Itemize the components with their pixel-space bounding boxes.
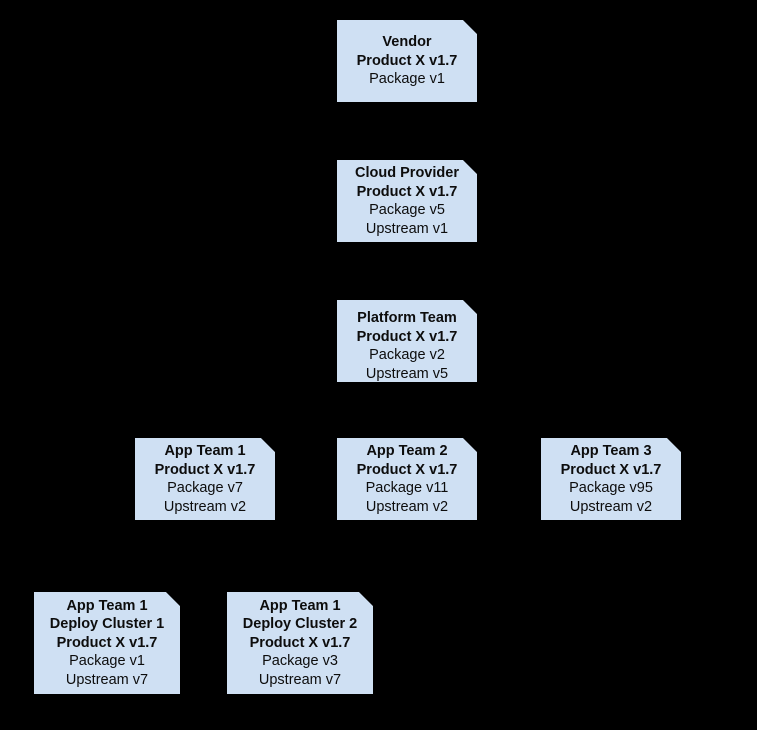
note-line: Upstream v2 [365, 498, 449, 515]
note-line: App Team 2 [366, 443, 448, 459]
note-line: Package v3 [262, 653, 338, 670]
folded-corner-icon [463, 438, 477, 452]
note-line: Package v7 [167, 480, 243, 496]
note-line: Deploy Cluster 1 [49, 616, 165, 633]
note-line: Package v95 [569, 480, 653, 496]
folded-corner-icon [463, 160, 477, 174]
folded-corner-icon [359, 592, 373, 606]
note-line: Product X v1.7 [249, 634, 351, 651]
note-line: Vendor [382, 34, 432, 51]
note-line: Upstream v1 [365, 220, 449, 237]
folded-corner-icon [463, 20, 477, 34]
note-line: Deploy Cluster 2 [242, 616, 358, 633]
note-line: Upstream v5 [365, 365, 449, 382]
note-line: Platform Team [357, 310, 457, 326]
note-line: Upstream v7 [258, 671, 342, 688]
folded-corner-icon [667, 438, 681, 452]
note-line: Upstream v7 [65, 671, 149, 688]
folded-corner-icon [261, 438, 275, 452]
note-line: Product X v1.7 [56, 634, 158, 651]
note-line: Package v1 [369, 71, 445, 88]
note-line: App Team 1 [66, 597, 148, 614]
note-line: Package v1 [69, 653, 145, 670]
note-line: App Team 3 [570, 443, 652, 459]
note-line: Product X v1.7 [560, 461, 662, 478]
note-line: Product X v1.7 [356, 183, 458, 200]
note-line: Package v5 [369, 202, 445, 218]
note-line: Upstream v2 [569, 498, 653, 515]
note-line: Product X v1.7 [356, 52, 458, 69]
note-line: App Team 1 [164, 443, 246, 459]
note-line: Product X v1.7 [356, 328, 458, 345]
folded-corner-icon [166, 592, 180, 606]
note-line: App Team 1 [259, 597, 341, 614]
folded-corner-icon [463, 300, 477, 314]
note-line: Upstream v2 [163, 498, 247, 515]
note-line: Product X v1.7 [356, 461, 458, 478]
note-line: Product X v1.7 [154, 461, 256, 478]
note-line: Package v2 [369, 347, 445, 363]
note-line: Cloud Provider [355, 165, 459, 181]
note-line: Package v11 [365, 480, 449, 496]
